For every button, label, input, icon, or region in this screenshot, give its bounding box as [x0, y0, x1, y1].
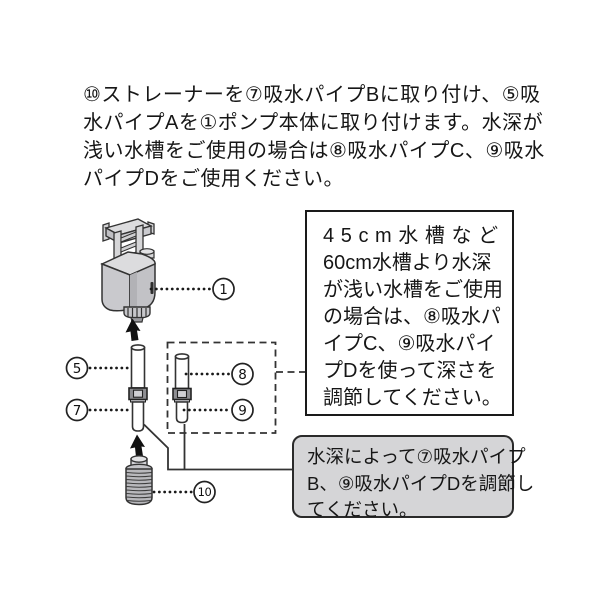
- note-line: 60cm水槽より水深: [323, 252, 492, 274]
- note-line: てください。: [307, 499, 418, 520]
- up-arrow-icon: [130, 434, 145, 457]
- label-strainer: 10: [193, 480, 216, 504]
- svg-text:1: 1: [219, 282, 228, 298]
- pump-housing: [100, 248, 156, 312]
- svg-text:8: 8: [238, 367, 247, 383]
- note-line: が浅い水槽をご使用: [323, 279, 503, 301]
- label-pipe-a: 5: [65, 356, 89, 380]
- note-line: 45cm水槽など: [323, 225, 505, 247]
- note-line: B、⑨吸水パイプDを調節し: [307, 472, 535, 494]
- shallow-tank-note: 45cm水槽など 60cm水槽より水深 が浅い水槽をご使用 の場合は、⑧吸水パ …: [305, 210, 514, 416]
- pipe-b: [131, 401, 145, 432]
- note-line: 水深によって⑦吸水パイプ: [307, 446, 526, 467]
- pump-body: [100, 218, 156, 323]
- strainer-ribs: [126, 472, 152, 502]
- optional-parts-dashed-box: [166, 341, 277, 434]
- pump-outlet: [123, 306, 151, 323]
- pipe-connector-band-cd: [172, 387, 192, 403]
- svg-text:9: 9: [238, 403, 247, 419]
- up-arrow-icon: [125, 318, 141, 341]
- pipe-d: [175, 401, 189, 424]
- pipe-connector-band-ab: [128, 387, 148, 403]
- note-line: の場合は、⑧吸水パ: [323, 306, 501, 328]
- strainer: [125, 455, 153, 506]
- instruction-line: 水パイプAを①ポンプ本体に取り付けます。水深が: [83, 112, 544, 134]
- instruction-text: ⑩ストレーナーを⑦吸水パイプBに取り付け、⑤吸 水パイプAを①ポンプ本体に取り付…: [83, 81, 553, 193]
- svg-text:7: 7: [73, 403, 82, 419]
- depth-adjust-note: 水深によって⑦吸水パイプ B、⑨吸水パイプDを調節し てください。: [292, 435, 535, 520]
- svg-text:10: 10: [198, 485, 212, 499]
- svg-text:5: 5: [73, 361, 82, 377]
- instruction-line: ⑩ストレーナーを⑦吸水パイプBに取り付け、⑤吸: [83, 84, 541, 106]
- label-pump: 1: [212, 277, 235, 301]
- note-line: プDを使って深さを: [323, 360, 497, 382]
- connector-line-to-depth-note: [143, 423, 294, 471]
- note-line: 調節してください。: [323, 387, 502, 409]
- pipe-a: [130, 344, 146, 389]
- instruction-line: 浅い水槽をご使用の場合は⑧吸水パイプC、⑨吸水: [83, 140, 545, 162]
- instruction-line: パイプDをご使用ください。: [83, 168, 344, 190]
- note-line: イプC、⑨吸水パイ: [323, 333, 496, 355]
- label-pipe-b: 7: [65, 398, 89, 422]
- leader-dots: [88, 287, 232, 494]
- label-pipe-d: 9: [231, 398, 254, 422]
- label-pipe-c: 8: [231, 362, 254, 386]
- pipe-c: [174, 353, 190, 390]
